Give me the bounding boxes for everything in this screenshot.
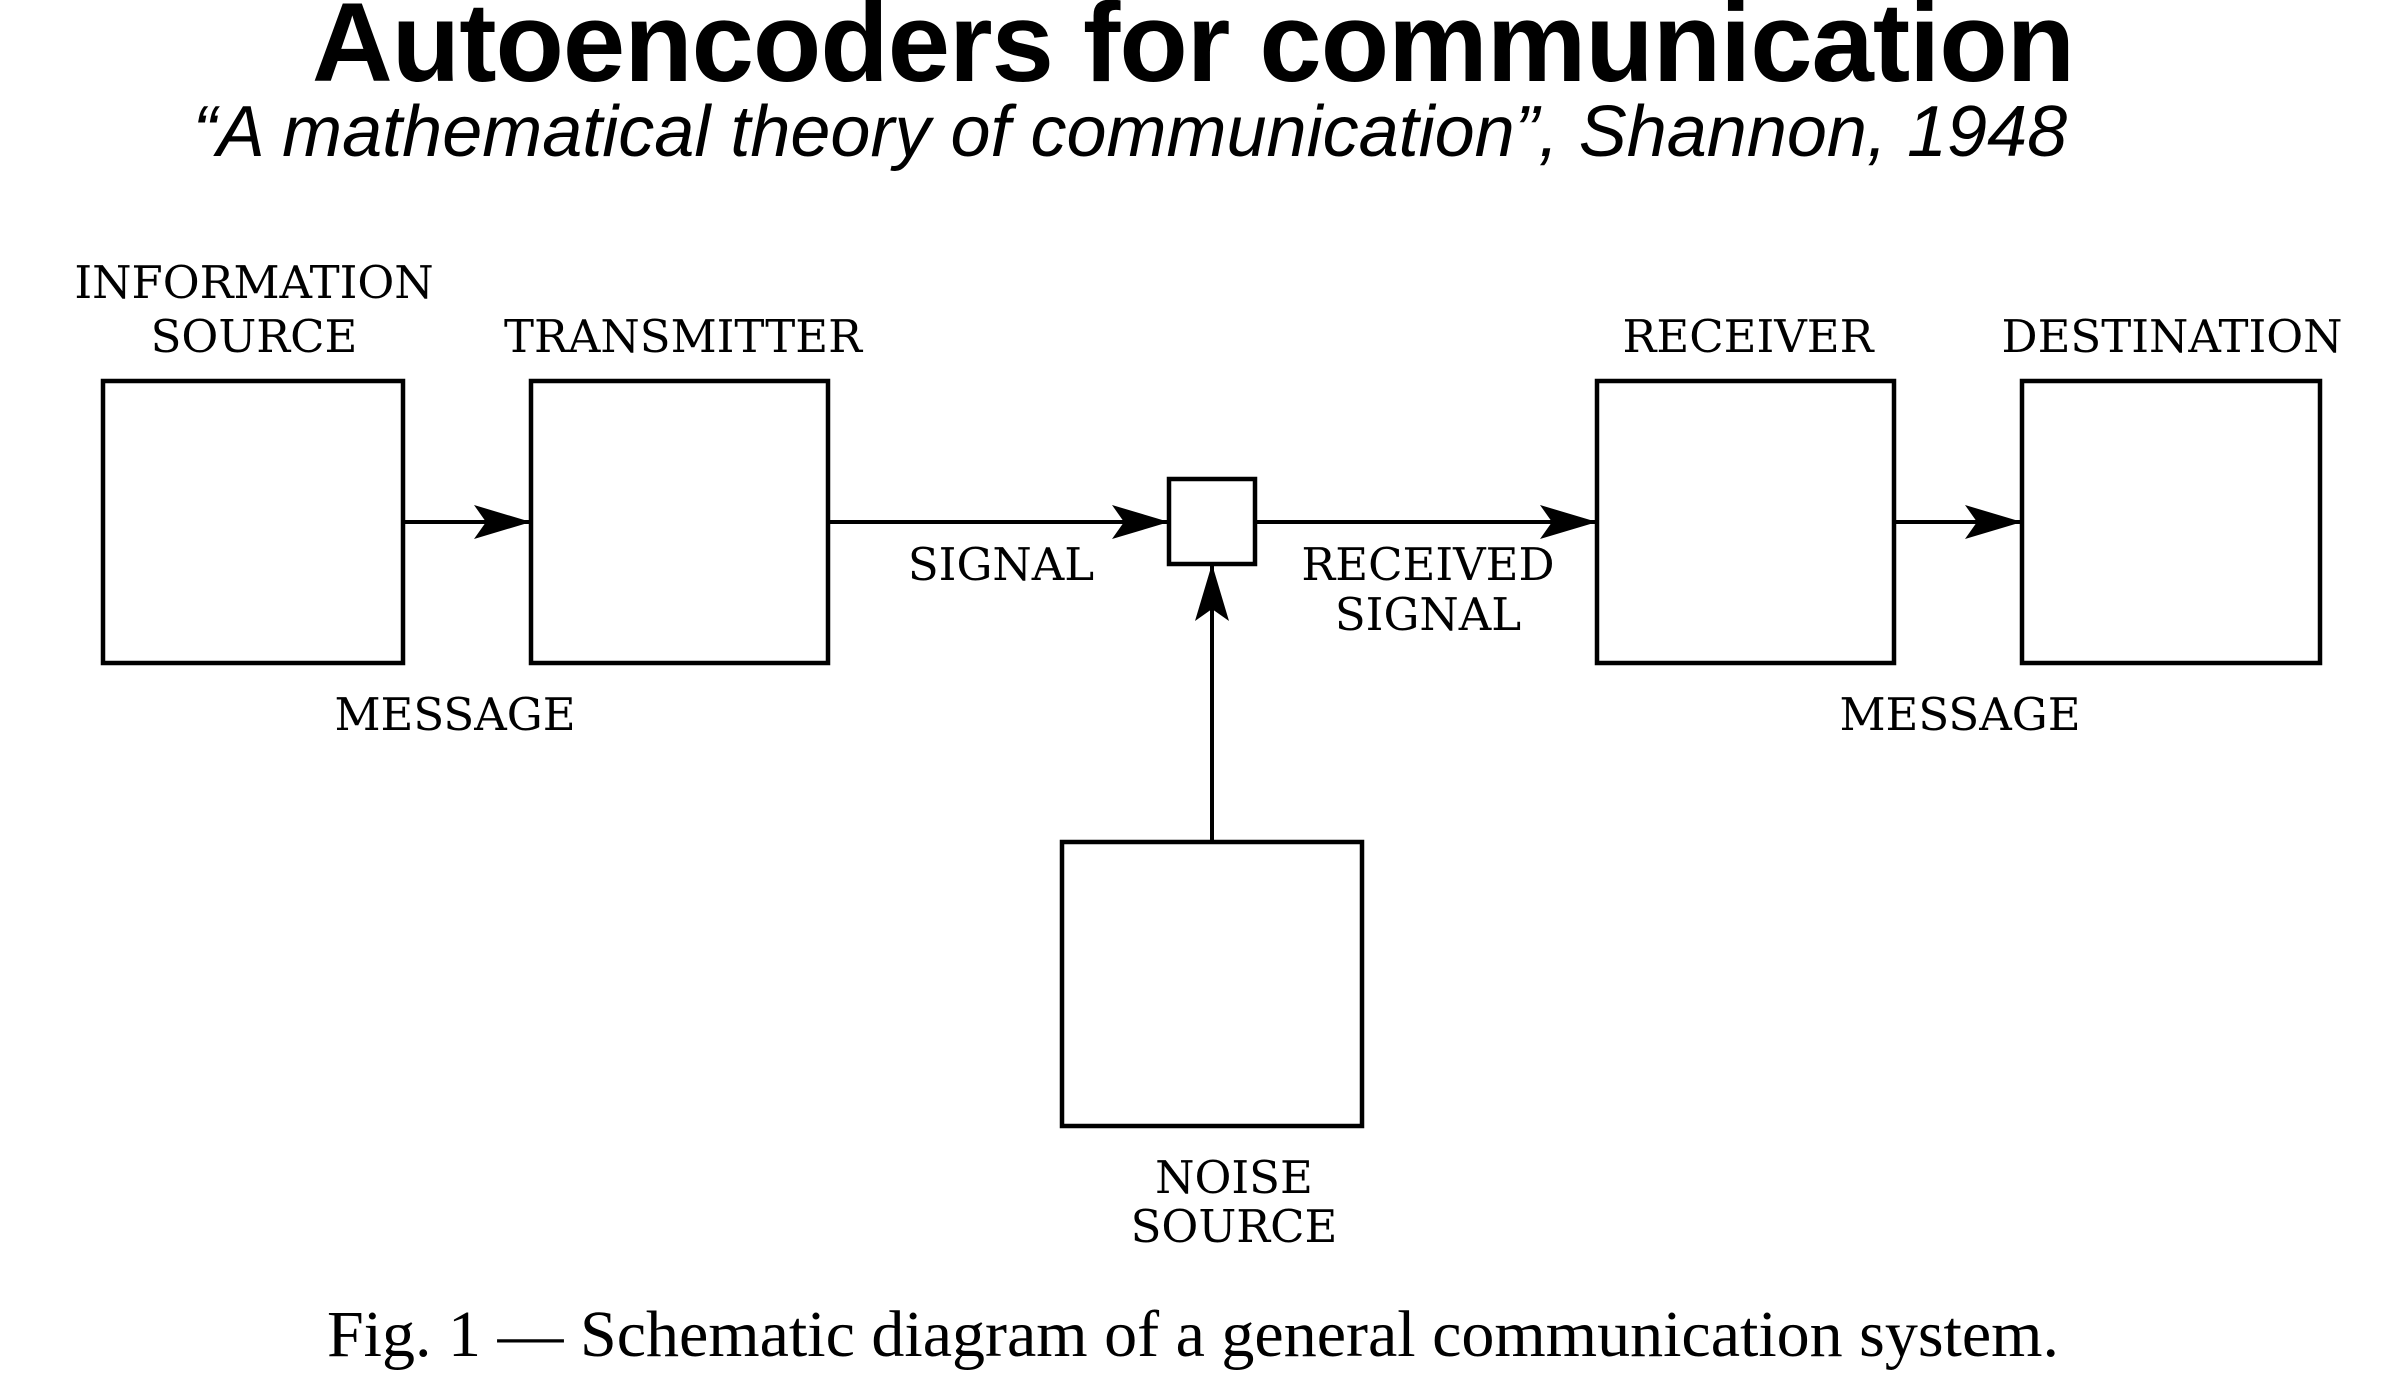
slide-title: Autoencoders for communication: [311, 0, 2075, 105]
transmitter-label: TRANSMITTER: [504, 310, 863, 363]
receiver-label: RECEIVER: [1622, 310, 1874, 363]
receiver-box: [1594, 378, 1897, 666]
message-out-label: MESSAGE: [1839, 688, 2080, 741]
slide-subtitle: “A mathematical theory of communication”…: [192, 92, 2068, 172]
received-signal-label-line1: RECEIVED: [1301, 538, 1554, 591]
noise-source-label-line1: NOISE: [1155, 1151, 1313, 1204]
information-source-box: [100, 378, 406, 666]
noise-source-label-line2: SOURCE: [1131, 1200, 1338, 1253]
figure-caption: Fig. 1 — Schematic diagram of a general …: [326, 1298, 2060, 1371]
destination-label: DESTINATION: [2001, 310, 2342, 363]
received-signal-label-line2: SIGNAL: [1335, 588, 1521, 641]
information-source-label-line1: INFORMATION: [74, 256, 433, 309]
destination-box: [2019, 378, 2323, 666]
transmitter-box: [528, 378, 831, 666]
noise-source-box: [1059, 839, 1365, 1129]
information-source-label-line2: SOURCE: [151, 310, 358, 363]
message-in-label: MESSAGE: [334, 688, 575, 741]
channel-box: [1166, 476, 1258, 567]
signal-label: SIGNAL: [908, 538, 1094, 591]
